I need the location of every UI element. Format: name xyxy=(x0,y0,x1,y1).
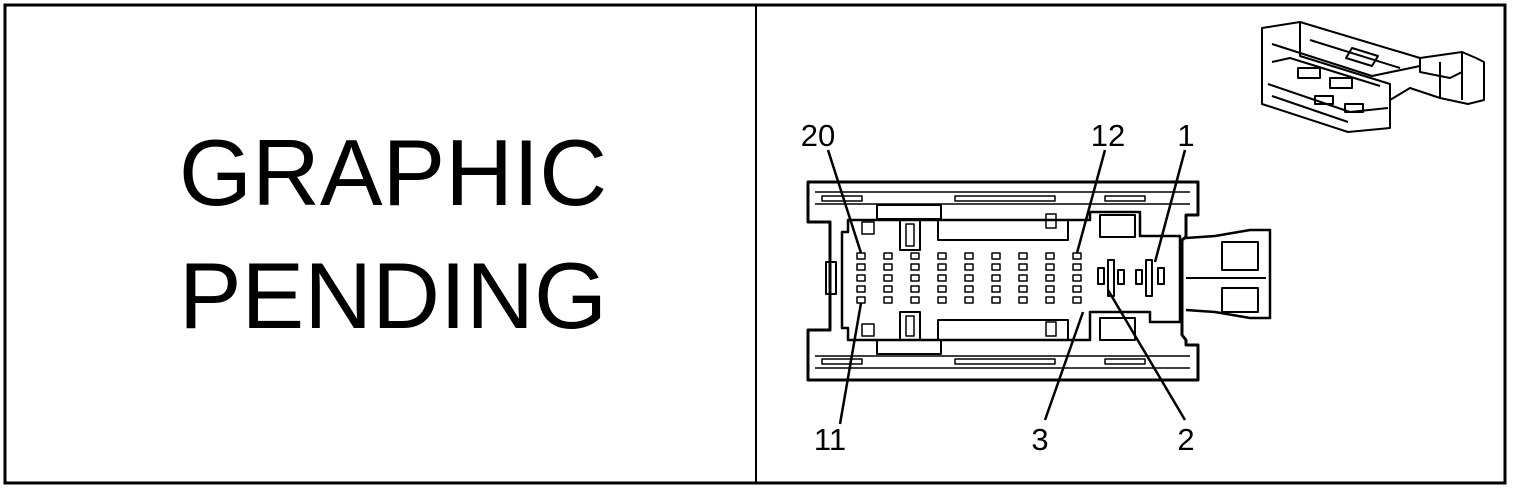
pin-label-1: 1 xyxy=(1177,118,1194,153)
pin-label-20: 20 xyxy=(801,118,835,153)
placeholder-line-1: GRAPHIC xyxy=(179,120,607,225)
connector-thumbnail xyxy=(1261,21,1485,133)
connector-face xyxy=(806,180,1272,382)
pin-label-3: 3 xyxy=(1031,422,1048,457)
leader-lines xyxy=(826,149,1187,425)
pin-label-11: 11 xyxy=(814,422,846,457)
pin-label-12: 12 xyxy=(1091,118,1125,153)
pin-labels: 20 12 1 11 3 2 xyxy=(801,118,1195,457)
placeholder-line-2: PENDING xyxy=(179,243,607,348)
terminal-grid xyxy=(856,252,1082,304)
pin-label-2: 2 xyxy=(1177,422,1194,457)
placeholder-panel: GRAPHIC PENDING xyxy=(179,120,607,348)
